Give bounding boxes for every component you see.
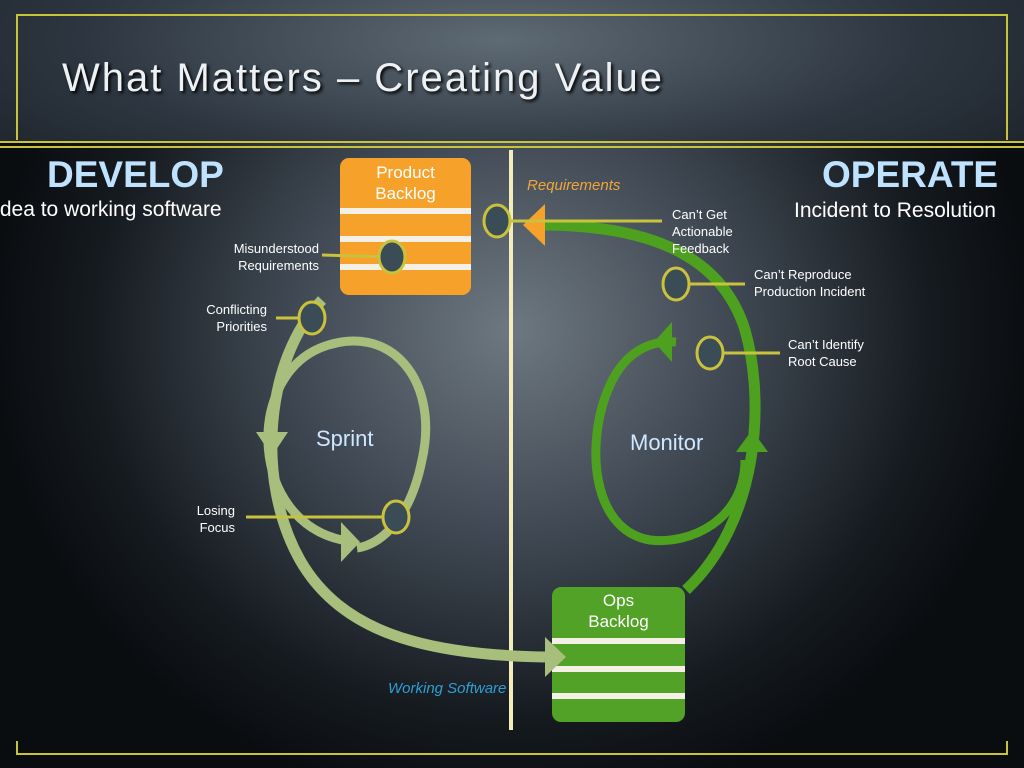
develop-heading: DEVELOP [47, 154, 224, 195]
operate-main-arc [539, 219, 761, 594]
product-backlog-label: Product Backlog [375, 163, 436, 203]
ops-backlog-label: Ops Backlog [588, 591, 649, 631]
ops-backlog-box [552, 587, 685, 722]
actionable-feedback-label: Can’t Get Actionable Feedback [672, 207, 733, 256]
monitor-left-arrowhead [654, 322, 672, 362]
monitor-loop [591, 337, 750, 546]
requirements-label: Requirements [527, 177, 621, 194]
losing-focus-label: Losing Focus [196, 503, 235, 535]
root-cause-marker [695, 335, 725, 371]
conflicting-marker [297, 300, 327, 336]
title-divider-line-2 [0, 146, 1024, 148]
title-frame [16, 14, 1008, 140]
sprint-label: Sprint [316, 426, 374, 451]
monitor-label: Monitor [630, 430, 704, 455]
develop-operate-divider [509, 150, 513, 730]
working-software-arrowhead [545, 637, 566, 677]
root-cause-label: Can’t Identify Root Cause [788, 337, 864, 369]
title-band [0, 0, 1024, 142]
losing-focus-marker [381, 499, 411, 535]
issue-markers [297, 203, 725, 535]
working-software-label: Working Software [388, 680, 507, 697]
develop-main-arc [266, 296, 546, 663]
product-backlog-box [340, 158, 471, 295]
misunderstood-requirements-label: Misunderstood Requirements [233, 241, 319, 273]
slide-title: What Matters – Creating Value [62, 56, 664, 100]
sprint-right-arrowhead [341, 522, 360, 562]
reproduce-marker [661, 266, 691, 302]
requirements-arrowhead [523, 204, 545, 246]
operate-heading: OPERATE [822, 154, 999, 195]
sprint-down-arrowhead [256, 432, 288, 456]
conflicting-priorities-label: Conflicting Priorities [206, 302, 267, 334]
reproduce-incident-label: Can’t Reproduce Production Incident [754, 267, 866, 299]
operate-subheading: Incident to Resolution [794, 199, 996, 222]
bottom-frame [16, 741, 1008, 755]
feedback-marker [482, 203, 512, 239]
title-divider-line [0, 141, 1024, 143]
monitor-up-arrowhead [736, 430, 768, 452]
misunderstood-marker [377, 239, 407, 275]
develop-subheading: Idea to working software [0, 198, 222, 221]
